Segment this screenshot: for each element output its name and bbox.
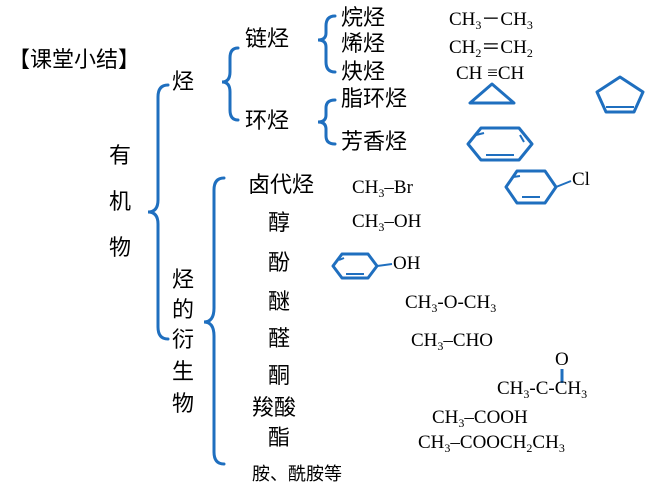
ketone-formula: CH3-C-CH3 xyxy=(497,378,588,401)
alkene-label: 烯烃 xyxy=(341,32,386,57)
chain-brace xyxy=(317,14,337,74)
amine-label: 胺、酰胺等 xyxy=(252,464,342,485)
derivative-char-3: 衍 xyxy=(172,328,195,353)
ethane-formula: CH3－CH3 xyxy=(449,9,533,32)
methanol-formula: CH3–OH xyxy=(352,211,422,234)
organic-char-1: 有 xyxy=(109,144,132,169)
derivative-char-4: 生 xyxy=(172,360,195,385)
phenol-label: 酚 xyxy=(268,251,291,276)
organic-char-2: 机 xyxy=(109,190,132,215)
ether-formula: CH3-O-CH3 xyxy=(405,292,497,315)
chlorobenzene-ring xyxy=(504,169,558,205)
chloro-label: Cl xyxy=(572,169,590,190)
chain-hydrocarbon-label: 链烃 xyxy=(245,27,290,52)
ring-brace xyxy=(317,98,337,146)
organic-char-3: 物 xyxy=(109,236,132,261)
summary-heading: 【课堂小结】 xyxy=(8,48,141,73)
chlorobenzene-inner-bonds xyxy=(512,175,540,198)
ketone-label: 酮 xyxy=(268,364,291,389)
hydrocarbon-brace xyxy=(221,46,240,122)
derivative-brace xyxy=(203,176,226,466)
acid-label: 羧酸 xyxy=(252,396,297,421)
ester-label: 酯 xyxy=(268,426,291,451)
ring-hydrocarbon-label: 环烃 xyxy=(245,109,290,134)
aldehyde-label: 醛 xyxy=(268,327,291,352)
phenol-inner-bonds xyxy=(338,257,364,275)
cyclopropane-ring xyxy=(468,82,516,105)
ester-formula: CH3–COOCH2CH3 xyxy=(418,432,565,455)
ether-label: 醚 xyxy=(268,290,291,315)
phenol-oh-label: OH xyxy=(393,253,421,274)
alcohol-label: 醇 xyxy=(268,211,291,236)
organic-brace xyxy=(147,83,170,341)
benzene-inner-bonds xyxy=(475,132,525,156)
derivative-char-5: 物 xyxy=(172,392,195,417)
aromatic-label: 芳香烃 xyxy=(341,130,408,155)
hydrocarbon-label: 烃 xyxy=(172,70,195,95)
halide-label: 卤代烃 xyxy=(248,173,315,198)
bromomethane-formula: CH3–Br xyxy=(352,177,413,200)
aldehyde-formula: CH3–CHO xyxy=(411,330,494,353)
ketone-oxygen-label: O xyxy=(555,349,569,370)
cycloalkane-label: 脂环烃 xyxy=(341,87,408,112)
derivative-char-2: 的 xyxy=(172,298,195,323)
acetic-acid-formula: CH3–COOH xyxy=(432,407,528,430)
benzene-ring xyxy=(466,126,534,162)
ethene-formula: CH2＝CH2 xyxy=(449,37,533,60)
alkane-label: 烷烃 xyxy=(341,6,386,31)
phenol-bond xyxy=(376,263,393,267)
cyclopentene-ring xyxy=(595,75,645,114)
chloro-bond xyxy=(555,180,572,188)
derivative-char-1: 烃 xyxy=(172,268,195,293)
alkyne-label: 炔烃 xyxy=(341,60,386,85)
phenol-ring xyxy=(331,252,379,280)
ethyne-formula: CH ≡CH xyxy=(456,63,525,84)
